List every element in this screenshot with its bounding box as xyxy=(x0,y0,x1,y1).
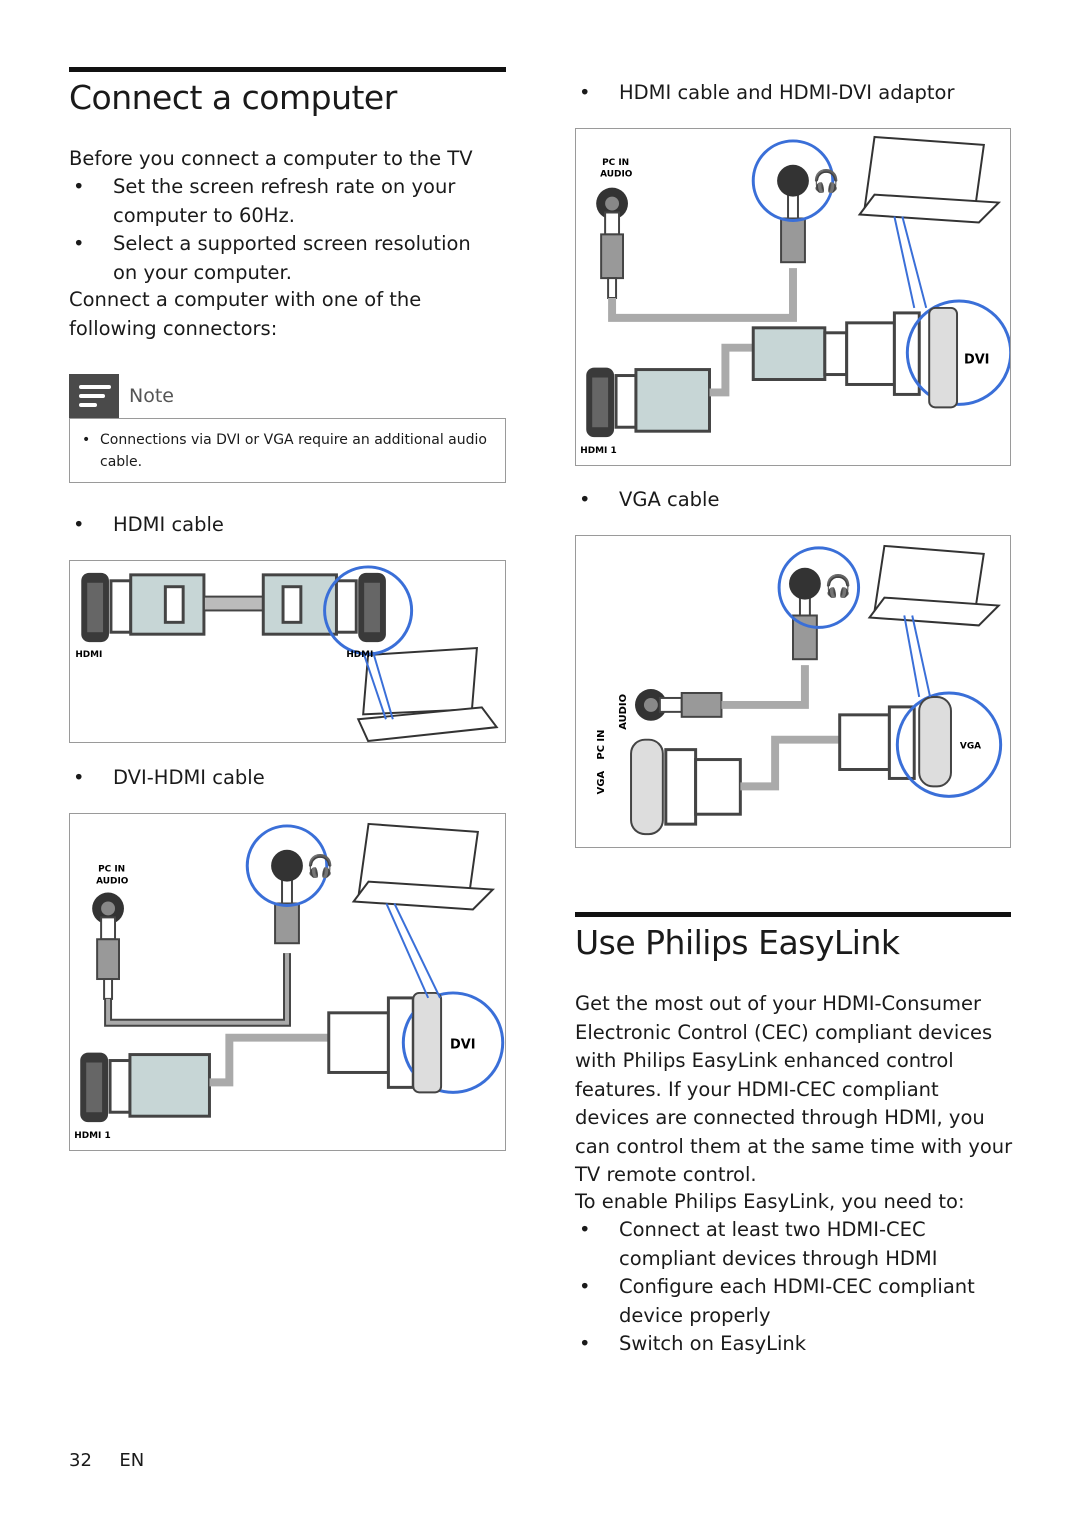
vga-cable-list: VGA cable xyxy=(575,486,1005,515)
intro-heading: Before you connect a computer to the TV xyxy=(69,147,473,170)
hdmi-cable-label: HDMI cable xyxy=(69,511,499,540)
note-header: Note xyxy=(69,374,174,418)
hdmi-cable-list: HDMI cable xyxy=(69,511,499,540)
vga-cable-label: VGA cable xyxy=(575,486,1005,515)
hdmi-dvi-adaptor-list: HDMI cable and HDMI-DVI adaptor xyxy=(575,79,1005,108)
headphone-icon: 🎧 xyxy=(307,854,334,880)
vga-vertical-label: VGA xyxy=(596,771,607,795)
pc-in-label: PC IN xyxy=(98,865,125,875)
prep-bullets: Set the screen refresh rate on your comp… xyxy=(69,173,499,287)
headphone-icon: 🎧 xyxy=(813,169,840,195)
pc-in-label: PC IN xyxy=(602,158,629,168)
connect-text: Connect a computer with one of the follo… xyxy=(69,288,422,340)
prep-bullet-resolution: Select a supported screen resolution on … xyxy=(69,230,499,287)
enable-bullet-connect: Connect at least two HDMI-CEC compliant … xyxy=(575,1216,995,1273)
enable-text: To enable Philips EasyLink, you need to: xyxy=(575,1190,965,1213)
prep-bullet-refresh: Set the screen refresh rate on your comp… xyxy=(69,173,499,230)
audio-label: AUDIO xyxy=(96,877,129,887)
note-title: Note xyxy=(129,385,174,407)
headphone-icon: 🎧 xyxy=(825,574,852,600)
hdmi-port-label-right: HDMI xyxy=(346,650,373,660)
audio-vertical-label: AUDIO xyxy=(618,694,629,730)
easylink-title-rule xyxy=(575,912,1011,917)
easylink-paragraph: Get the most out of your HDMI-Consumer E… xyxy=(575,992,1013,1186)
hdmi1-port-label: HDMI 1 xyxy=(580,446,616,456)
hdmi-dvi-adaptor-label: HDMI cable and HDMI-DVI adaptor xyxy=(575,79,1005,108)
hdmi-dvi-adaptor-diagram: PC IN AUDIO 🎧 DVI HDMI 1 xyxy=(575,128,1011,466)
note-text: Connections via DVI or VGA require an ad… xyxy=(100,432,487,470)
dvi-hdmi-cable-diagram: PC IN AUDIO 🎧 DVI HDMI 1 xyxy=(69,813,506,1151)
pc-in-vertical-label: PC IN xyxy=(596,730,607,760)
page-title: Connect a computer xyxy=(69,78,397,117)
vga-cable-diagram: VGA PC IN AUDIO 🎧 VGA xyxy=(575,535,1011,848)
hdmi-port-label-left: HDMI xyxy=(75,650,102,660)
easylink-title: Use Philips EasyLink xyxy=(575,923,900,962)
language-code: EN xyxy=(119,1450,145,1471)
hdmi1-port-label: HDMI 1 xyxy=(74,1131,110,1141)
dvi-hdmi-cable-list: DVI-HDMI cable xyxy=(69,764,499,793)
vga-port-label: VGA xyxy=(960,742,981,752)
hdmi-cable-diagram: HDMI HDMI xyxy=(69,560,506,743)
dvi-port-label: DVI xyxy=(450,1038,476,1053)
page-number: 32 xyxy=(69,1450,92,1471)
page-footer: 32 EN xyxy=(69,1450,144,1471)
enable-bullets: Connect at least two HDMI-CEC compliant … xyxy=(575,1216,995,1359)
note-icon xyxy=(69,374,119,418)
enable-bullet-switch: Switch on EasyLink xyxy=(575,1330,995,1359)
enable-bullet-configure: Configure each HDMI-CEC compliant device… xyxy=(575,1273,995,1330)
dvi-hdmi-cable-label: DVI-HDMI cable xyxy=(69,764,499,793)
note-bullet-dot: • xyxy=(82,432,91,448)
audio-label: AUDIO xyxy=(600,170,633,180)
left-title-rule xyxy=(69,67,506,72)
note-box: • Connections via DVI or VGA require an … xyxy=(69,418,506,483)
dvi-port-label: DVI xyxy=(964,353,990,368)
